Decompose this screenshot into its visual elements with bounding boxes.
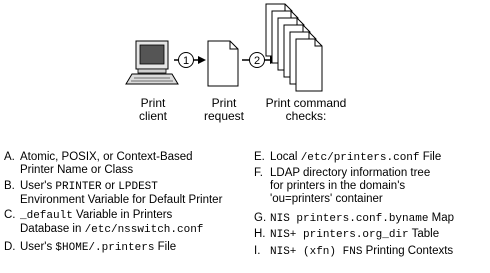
list-key: E. <box>254 151 265 163</box>
list-text: Printer Name or Class <box>20 164 134 176</box>
list-text: Database in <box>20 223 85 235</box>
nis-map-name: printers.conf.byname <box>296 213 429 225</box>
home-printers-path: $HOME/.printers <box>55 242 155 254</box>
print-command-checks-label-line-2: checks: <box>285 109 327 123</box>
step-2-number: 2 <box>254 55 260 67</box>
nis-label: NIS <box>270 213 297 225</box>
list-text: for printers in the domain's <box>270 180 406 192</box>
list-text: 'ou=printers' container <box>270 193 383 205</box>
print-request-label-line-2: request <box>203 109 245 123</box>
list-line: Printer Name or Class <box>20 164 193 177</box>
list-key: A. <box>4 151 15 163</box>
step-1-number: 1 <box>183 55 189 67</box>
env-var-printer: PRINTER <box>55 181 102 193</box>
list-line: User's PRINTER or LPDEST <box>20 180 222 194</box>
nisplus-table-name: printers.org_dir <box>303 229 409 241</box>
nsswitch-path: /etc/nsswitch.conf <box>84 224 204 236</box>
list-line: Database in /etc/nsswitch.conf <box>20 223 203 237</box>
document-stack-icon <box>265 3 323 92</box>
list-line: NIS+ (xfn) FNS Printing Contexts <box>270 245 453 259</box>
list-key: D. <box>4 241 16 253</box>
list-key: F. <box>254 167 263 179</box>
printers-conf-path: /etc/printers.conf <box>300 152 420 164</box>
list-text: Printing Contexts <box>362 245 454 257</box>
list-line: Atomic, POSIX, or Context-Based <box>20 151 193 164</box>
list-key: I. <box>254 245 261 257</box>
print-command-checks-label-line-1: Print command <box>265 96 347 110</box>
list-text: Variable in Printers <box>72 209 173 221</box>
print-client-label-line-2: client <box>138 109 167 123</box>
list-text: or <box>101 180 119 192</box>
computer-icon <box>125 40 179 85</box>
list-line: LDAP directory information tree <box>270 167 430 180</box>
print-client-label-line-1: Print <box>140 96 166 110</box>
list-key: B. <box>4 180 15 192</box>
list-key: G. <box>254 212 267 224</box>
list-text: Map <box>428 212 455 224</box>
print-flow-diagram: 1 2 <box>125 3 323 92</box>
list-line: NIS printers.conf.byname Map <box>270 212 454 226</box>
list-text: Atomic, POSIX, or Context-Based <box>20 151 193 163</box>
stack-document-6 <box>295 38 323 92</box>
print-request-label: Print request <box>199 97 249 123</box>
list-text: User's <box>20 180 56 192</box>
print-request-label-line-1: Print <box>211 96 237 110</box>
list-line: for printers in the domain's <box>270 180 430 193</box>
list-key: C. <box>4 209 16 221</box>
print-client-label: Print client <box>128 97 178 123</box>
list-text: Table <box>408 228 440 240</box>
nisplus-label: NIS+ <box>270 229 304 241</box>
list-text: Environment Variable for Default Printer <box>20 194 223 206</box>
env-var-lpdest: LPDEST <box>118 181 158 193</box>
step-1-marker: 1 <box>178 52 194 68</box>
list-line: NIS+ printers.org_dir Table <box>270 228 439 242</box>
list-line: Environment Variable for Default Printer <box>20 194 222 207</box>
print-request-document-icon <box>207 40 239 87</box>
list-line: _default Variable in Printers <box>20 209 203 223</box>
list-text: LDAP directory information tree <box>270 167 431 179</box>
print-command-checks-label: Print command checks: <box>256 97 356 123</box>
list-text: Local <box>270 151 301 163</box>
list-text: File <box>154 241 177 253</box>
list-line: Local /etc/printers.conf File <box>270 151 441 165</box>
nisplus-xfn-fns-label: NIS+ (xfn) FNS <box>270 246 363 258</box>
list-text: File <box>419 151 442 163</box>
step-2-marker: 2 <box>249 52 265 68</box>
list-line: User's $HOME/.printers File <box>20 241 176 255</box>
list-key: H. <box>254 228 266 240</box>
default-variable: _default <box>20 210 73 222</box>
list-line: 'ou=printers' container <box>270 193 430 206</box>
list-text: User's <box>20 241 56 253</box>
